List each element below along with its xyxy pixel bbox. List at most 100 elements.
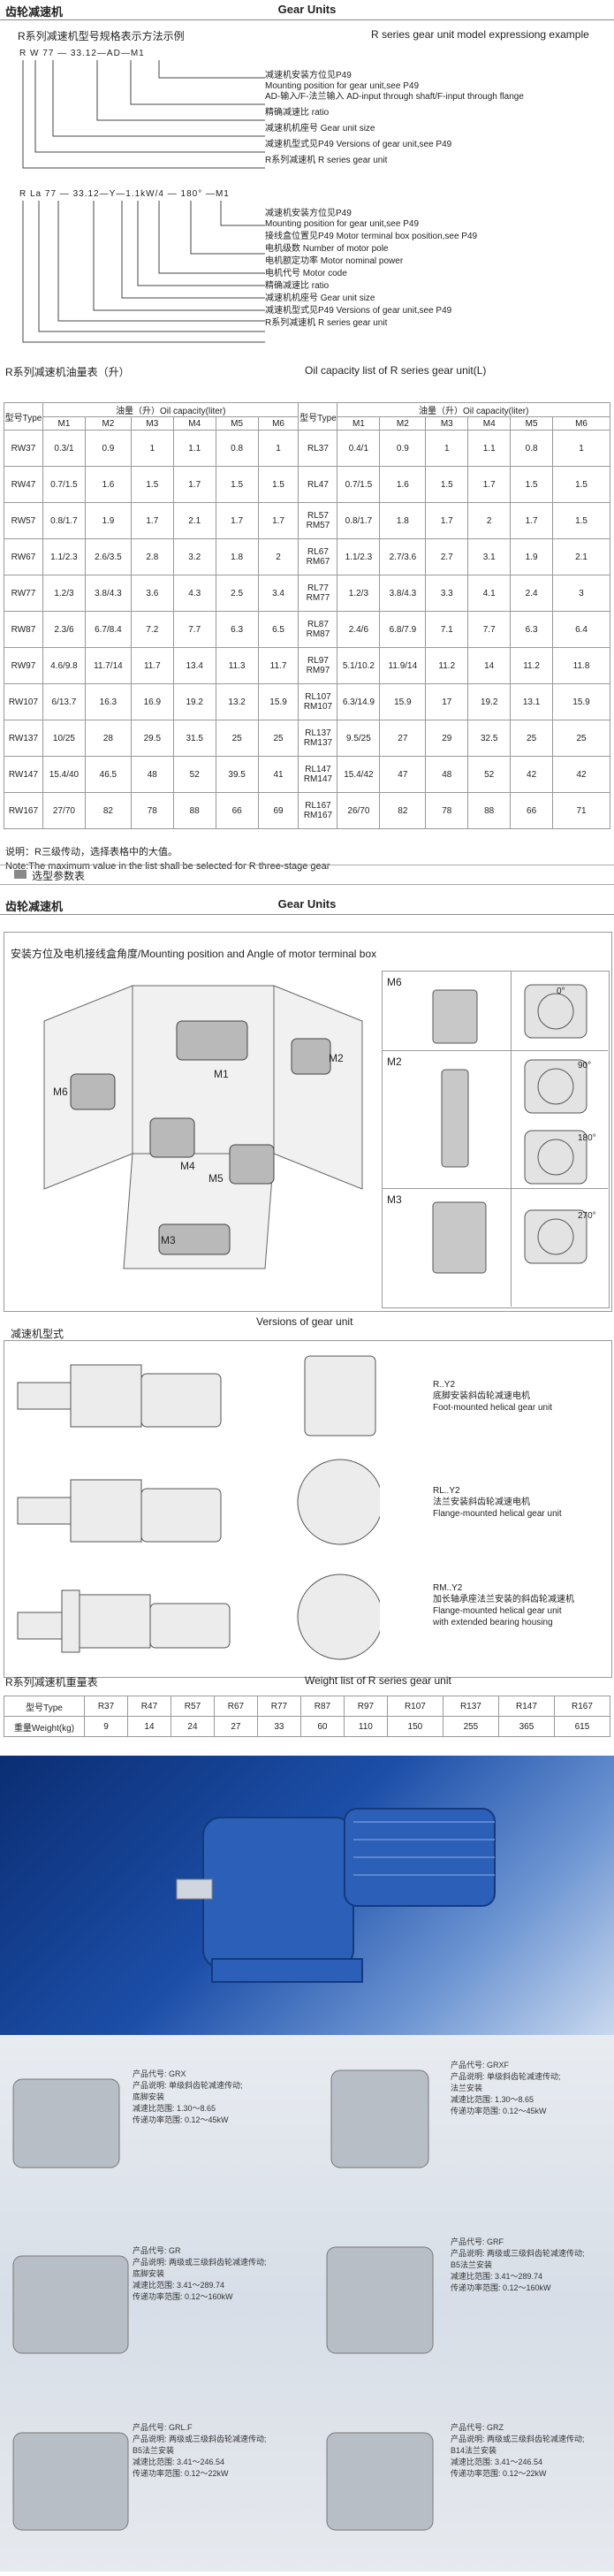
- oil-cell: 1.7: [425, 502, 469, 539]
- oil-cell: RL57 RM57: [298, 502, 338, 539]
- oil-cell: 1.7: [257, 502, 299, 539]
- mounting-title: 安装方位及电机接线盒角度/Mounting position and Angle…: [11, 948, 377, 960]
- oil-cell: RW147: [4, 756, 43, 793]
- oil-cell: 6.3: [510, 611, 554, 648]
- oil-cell: 27/70: [42, 792, 86, 829]
- oil-cell: 17: [425, 683, 469, 720]
- oil-cell: 78: [130, 792, 174, 829]
- oil-cell: 1.7: [215, 502, 259, 539]
- pos-m5-label: M5: [208, 1172, 224, 1185]
- version-2: RL..Y2 法兰安装斜齿轮减速电机 Flange-mounted helica…: [433, 1486, 562, 1519]
- oil-cell: 1: [130, 430, 174, 467]
- oil-cell: 1.5: [130, 466, 174, 503]
- header2-center: Gear Units: [277, 897, 337, 911]
- oil-cell: RW67: [4, 538, 43, 575]
- oil-cell: 46.5: [84, 756, 132, 793]
- oil-cell: RW107: [4, 683, 43, 720]
- versions-title-en: Versions of gear unit: [256, 1315, 353, 1328]
- oil-cell: 7.7: [467, 611, 512, 648]
- oil-cell: 4.1: [467, 575, 512, 612]
- product-code: 产品代号: GRXF: [451, 2061, 510, 2069]
- oil-cell: RL77 RM77: [298, 575, 338, 612]
- oil-cell: 6.4: [552, 611, 610, 648]
- oil-cell: 15.4/40: [42, 756, 86, 793]
- oil-cell: 6.8/7.9: [379, 611, 427, 648]
- product-ratio: 减速比范围: 3.41～289.74: [133, 2281, 225, 2290]
- weight-type-cell: R47: [126, 1696, 171, 1717]
- product-mount: B14法兰安装: [451, 2446, 497, 2455]
- oil-col-header: M3: [425, 416, 469, 431]
- oil-cell: 1.5: [552, 466, 610, 503]
- oil-col-header: M5: [215, 416, 259, 431]
- oil-cell: 7.7: [172, 611, 216, 648]
- product-mount: 法兰安装: [451, 2084, 483, 2092]
- oil-cell: 2: [257, 538, 299, 575]
- oil-cell: 1.5: [257, 466, 299, 503]
- divider: [0, 884, 614, 885]
- weight-type-cell: R77: [256, 1696, 301, 1717]
- weight-type-header: 型号Type: [4, 1696, 85, 1717]
- angle-divider: [511, 971, 512, 1307]
- oil-cell: 27: [379, 720, 427, 757]
- oil-cell: 32.5: [467, 720, 512, 757]
- oil-cell: 11.8: [552, 647, 610, 684]
- oil-cell: 0.7/1.5: [42, 466, 86, 503]
- product-name: 产品说明: 单级斜齿轮减速传动;: [133, 2081, 243, 2090]
- oil-cell: 16.3: [84, 683, 132, 720]
- oil-cell: 78: [425, 792, 469, 829]
- weight-type-cell: R87: [299, 1696, 345, 1717]
- hero-photo: [0, 1756, 614, 2035]
- oil-cell: 13.4: [172, 647, 216, 684]
- product-mount: B5法兰安装: [451, 2260, 493, 2269]
- oil-cell: 2.5: [215, 575, 259, 612]
- oil-cell: 6.5: [257, 611, 299, 648]
- weight-value-cell: 24: [170, 1716, 215, 1737]
- angle-divider: [382, 1188, 608, 1189]
- oil-cell: 1.6: [84, 466, 132, 503]
- oil-cell: 1.1: [172, 430, 216, 467]
- product-power: 传递功率范围: 0.12～22kW: [133, 2469, 229, 2478]
- oil-cell: RW167: [4, 792, 43, 829]
- product-ratio: 减速比范围: 3.41～289.74: [451, 2272, 543, 2281]
- oil-cell: 3.8/4.3: [84, 575, 132, 612]
- oil-cell: 82: [84, 792, 132, 829]
- weight-type-cell: R57: [170, 1696, 215, 1717]
- oil-cell: 1.1: [467, 430, 512, 467]
- oil-cell: RL137 RM137: [298, 720, 338, 757]
- oil-cell: 11.7: [257, 647, 299, 684]
- oil-cell: 2.8: [130, 538, 174, 575]
- oil-cell: 42: [552, 756, 610, 793]
- product-code: 产品代号: GRF: [451, 2237, 504, 2246]
- weight-value-cell: 615: [553, 1716, 611, 1737]
- oil-col-header: M6: [552, 416, 610, 431]
- oil-cell: 1.9: [84, 502, 132, 539]
- angle-0: 0°: [557, 987, 565, 996]
- oil-cap-header-right: 油量（升）Oil capacity(liter): [337, 402, 610, 417]
- product-name: 产品说明: 两级或三级斜齿轮减速传动;: [133, 2435, 267, 2443]
- angle-divider: [382, 1050, 608, 1051]
- oil-cell: 2.7/3.6: [379, 538, 427, 575]
- oil-cell: 3.3: [425, 575, 469, 612]
- product-ratio: 减速比范围: 3.41～246.54: [133, 2458, 225, 2466]
- oil-cell: RL47: [298, 466, 338, 503]
- oil-cell: RW57: [4, 502, 43, 539]
- oil-cell: 2.7: [425, 538, 469, 575]
- weight-value-header: 重量Weight(kg): [4, 1716, 85, 1737]
- weight-type-cell: R107: [386, 1696, 443, 1717]
- oil-cell: 82: [379, 792, 427, 829]
- oil-col-header: M1: [337, 416, 381, 431]
- oil-cell: 11.2: [510, 647, 554, 684]
- product-power: 传递功率范围: 0.12～45kW: [451, 2107, 547, 2115]
- header-left: 齿轮减速机: [5, 5, 64, 19]
- oil-cell: 1.9: [510, 538, 554, 575]
- weight-type-cell: R67: [213, 1696, 258, 1717]
- oil-cell: 31.5: [172, 720, 216, 757]
- oil-cell: 6.7/8.4: [84, 611, 132, 648]
- oil-cell: RW87: [4, 611, 43, 648]
